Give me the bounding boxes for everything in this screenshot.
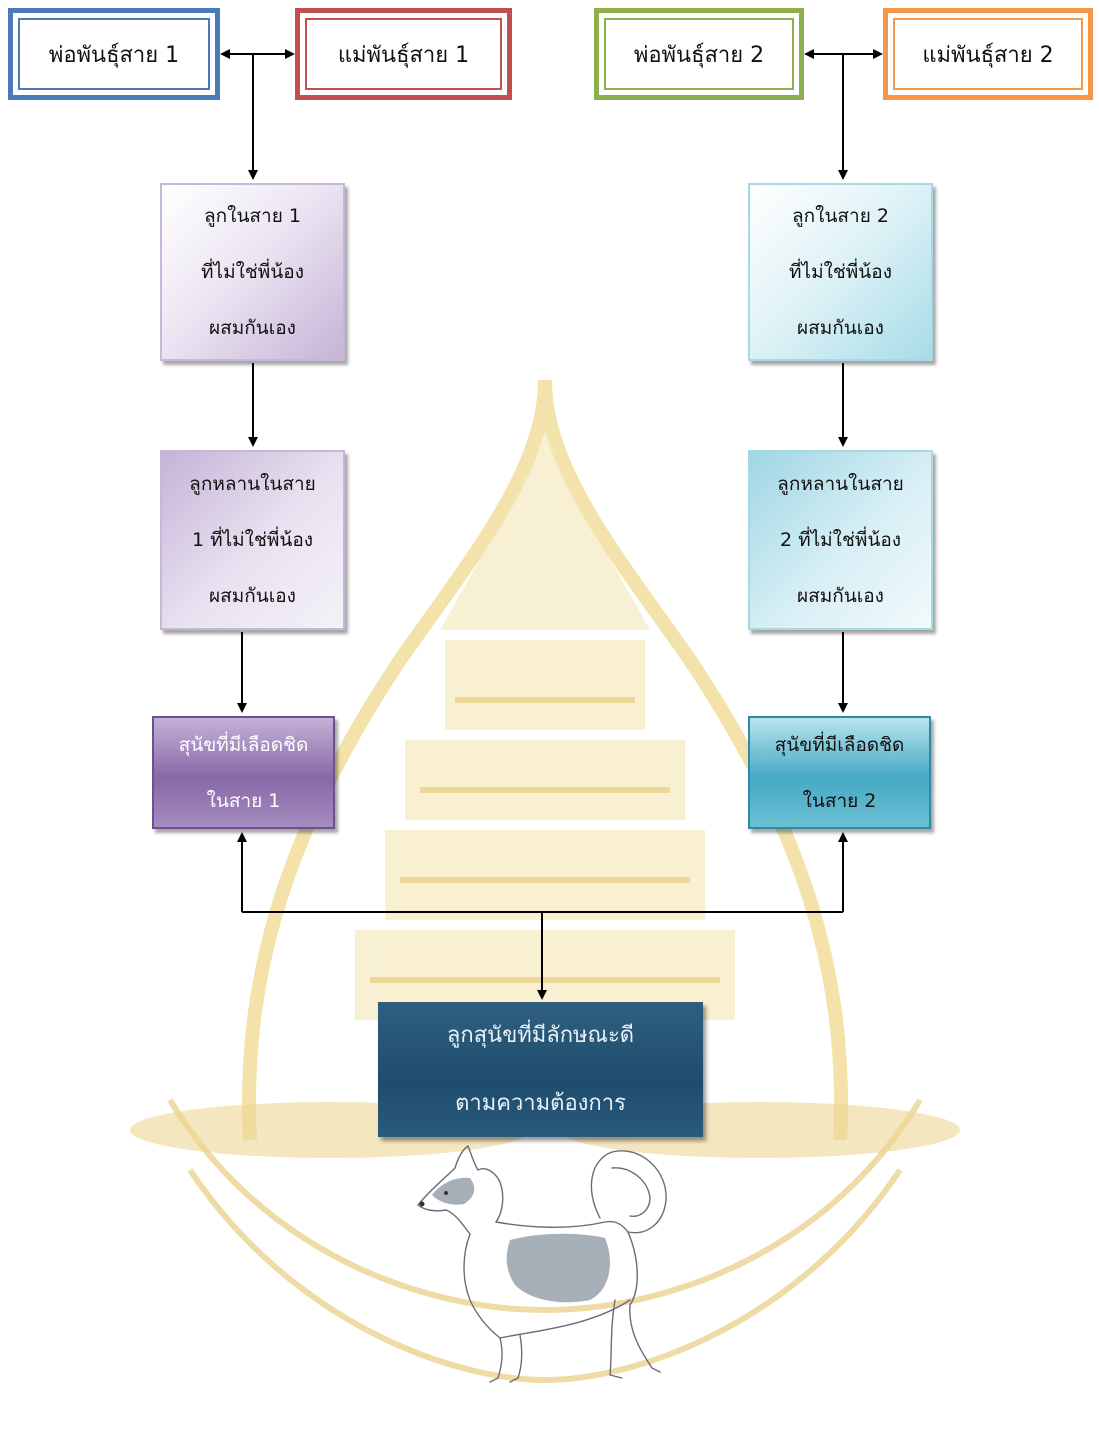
- father-line1-box: พ่อพันธุ์สาย 1: [8, 8, 220, 100]
- mother-line1-label: แม่พันธุ์สาย 1: [337, 42, 470, 68]
- mother-line2-label: แม่พันธุ์สาย 2: [922, 42, 1054, 68]
- children-line1-box: ลูกในสาย 1 ที่ไม่ใช่พี่น้อง ผสมกันเอง: [160, 183, 345, 361]
- inbred-line2-text: สุนัขที่มีเลือดชิด: [774, 733, 905, 756]
- father-line2-inner-border: [604, 18, 794, 90]
- children-line1-text: ที่ไม่ใช่พี่น้อง: [201, 261, 304, 283]
- inbred-line2-text: ในสาย 2: [802, 789, 877, 812]
- children-line1-text: ผสมกันเอง: [209, 317, 296, 339]
- grandchildren-line1-text: ลูกหลานในสาย: [189, 473, 316, 495]
- mother-line1-box: แม่พันธุ์สาย 1: [295, 8, 512, 100]
- mother-line2-inner-border: [893, 18, 1083, 90]
- grandchildren-line2-text: ผสมกันเอง: [797, 585, 884, 607]
- father-line1-label: พ่อพันธุ์สาย 1: [48, 42, 180, 68]
- father-line2-label: พ่อพันธุ์สาย 2: [633, 42, 765, 68]
- father-line1-inner-border: [18, 18, 210, 90]
- grandchildren-line2-text: ลูกหลานในสาย: [777, 473, 904, 495]
- children-line1-text: ลูกในสาย 1: [204, 205, 301, 227]
- children-line2-box: ลูกในสาย 2 ที่ไม่ใช่พี่น้อง ผสมกันเอง: [748, 183, 933, 361]
- inbred-line2-box: สุนัขที่มีเลือดชิด ในสาย 2: [748, 716, 931, 829]
- inbred-line1-text: ในสาย 1: [206, 789, 281, 812]
- mother-line2-box: แม่พันธุ์สาย 2: [883, 8, 1093, 100]
- result-box: ลูกสุนัขที่มีลักษณะดี ตามความต้องการ: [378, 1002, 703, 1137]
- mother-line1-inner-border: [305, 18, 502, 90]
- children-line2-text: ลูกในสาย 2: [792, 205, 889, 227]
- grandchildren-line1-box: ลูกหลานในสาย 1 ที่ไม่ใช่พี่น้อง ผสมกันเอ…: [160, 450, 345, 630]
- inbred-line1-text: สุนัขที่มีเลือดชิด: [178, 733, 309, 756]
- grandchildren-line1-text: ผสมกันเอง: [209, 585, 296, 607]
- inbred-line1-box: สุนัขที่มีเลือดชิด ในสาย 1: [152, 716, 335, 829]
- result-text: ลูกสุนัขที่มีลักษณะดี: [446, 1022, 635, 1048]
- grandchildren-line1-text: 1 ที่ไม่ใช่พี่น้อง: [191, 529, 314, 551]
- result-text: ตามความต้องการ: [455, 1090, 626, 1116]
- children-line2-text: ผสมกันเอง: [797, 317, 884, 339]
- children-line2-text: ที่ไม่ใช่พี่น้อง: [789, 261, 892, 283]
- grandchildren-line2-text: 2 ที่ไม่ใช่พี่น้อง: [779, 529, 902, 551]
- father-line2-box: พ่อพันธุ์สาย 2: [594, 8, 804, 100]
- grandchildren-line2-box: ลูกหลานในสาย 2 ที่ไม่ใช่พี่น้อง ผสมกันเอ…: [748, 450, 933, 630]
